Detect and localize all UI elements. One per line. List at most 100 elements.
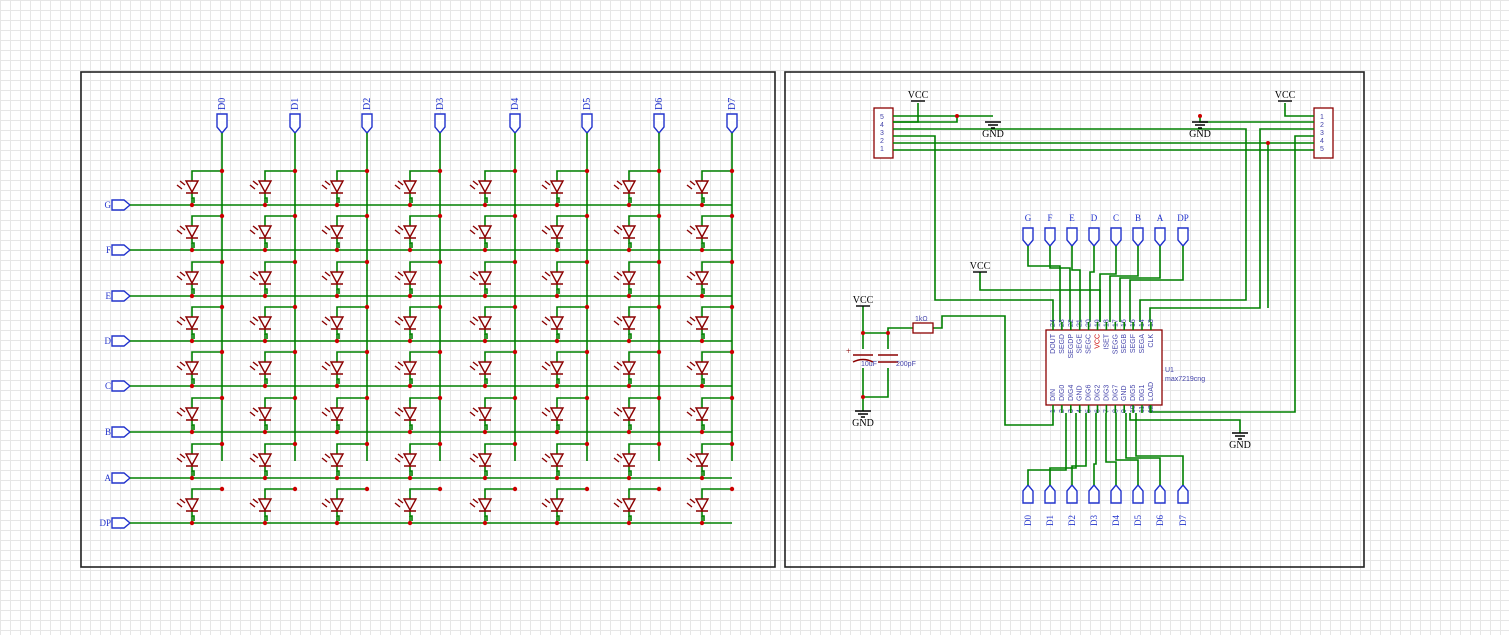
chip-bottom-pin: DIG0 — [1059, 385, 1066, 401]
led — [541, 486, 590, 526]
digit-port — [1088, 483, 1100, 504]
column-port-d3 — [434, 113, 446, 135]
column-label: D4 — [510, 98, 521, 110]
segment-label: G — [1025, 213, 1032, 223]
digit-label: D2 — [1067, 515, 1077, 526]
right-connector-pin: 3 — [1320, 130, 1324, 137]
led — [686, 486, 735, 526]
led — [613, 259, 662, 299]
digit-port — [1154, 483, 1166, 504]
led — [249, 304, 298, 344]
led — [394, 486, 443, 526]
segment-label: B — [1135, 213, 1141, 223]
row-port-e — [111, 290, 132, 302]
cap-200pf — [878, 354, 898, 363]
digit-label: D6 — [1155, 515, 1165, 526]
chip-top-pin: DOUT — [1050, 333, 1057, 354]
resistor-label: 1kΩ — [915, 316, 928, 323]
led — [176, 304, 225, 344]
chip-top-pin: SEGDP — [1068, 334, 1075, 359]
vcc-label: VCC — [1275, 90, 1296, 101]
segment-port — [1110, 227, 1122, 248]
column-port-d6 — [653, 113, 665, 135]
led — [249, 213, 298, 253]
column-label: D0 — [217, 98, 228, 110]
led — [176, 168, 225, 208]
row-label: C — [105, 381, 111, 391]
gnd-symbol — [1192, 121, 1208, 129]
led — [321, 349, 370, 389]
led — [541, 304, 590, 344]
segment-port — [1066, 227, 1078, 248]
digit-port — [1022, 483, 1034, 504]
gnd-symbol — [985, 121, 1001, 129]
led — [321, 213, 370, 253]
segment-port — [1088, 227, 1100, 248]
led — [176, 441, 225, 481]
led — [613, 349, 662, 389]
left-connector-pin: 4 — [880, 122, 884, 129]
led — [321, 304, 370, 344]
led — [541, 441, 590, 481]
led — [321, 441, 370, 481]
led — [469, 395, 518, 435]
chip-ref: U1 — [1165, 367, 1174, 374]
column-port-d5 — [581, 113, 593, 135]
segment-port — [1044, 227, 1056, 248]
led-matrix-frame — [80, 71, 776, 568]
vcc-label: VCC — [908, 90, 929, 101]
segment-port — [1022, 227, 1034, 248]
chip-bottom-pin: DIG4 — [1068, 385, 1075, 401]
led — [469, 259, 518, 299]
segment-label: A — [1157, 213, 1164, 223]
segment-port — [1154, 227, 1166, 248]
led — [249, 259, 298, 299]
led — [613, 213, 662, 253]
chip-bottom-pin: GND — [1121, 385, 1128, 401]
column-port-d2 — [361, 113, 373, 135]
row-port-c — [111, 380, 132, 392]
led — [469, 441, 518, 481]
led — [321, 168, 370, 208]
segment-label: DP — [1177, 213, 1189, 223]
right-connector — [1313, 107, 1334, 159]
chip-top-pin: VCC — [1095, 334, 1102, 349]
max7219-chip — [1045, 329, 1163, 406]
digit-label: D7 — [1178, 515, 1188, 526]
chip-bottom-pin: DIG3 — [1103, 385, 1110, 401]
led — [394, 304, 443, 344]
digit-label: D1 — [1045, 515, 1055, 526]
chip-bottom-pin: DIG5 — [1130, 385, 1137, 401]
vcc-label: VCC — [853, 295, 874, 306]
led — [176, 486, 225, 526]
right-connector-pin: 1 — [1320, 114, 1324, 121]
digit-label: D3 — [1089, 515, 1099, 526]
row-label: DP — [99, 518, 111, 528]
column-port-d7 — [726, 113, 738, 135]
right-connector-pin: 5 — [1320, 146, 1324, 153]
digit-label: D5 — [1133, 515, 1143, 526]
digit-port — [1066, 483, 1078, 504]
left-connector-pin: 3 — [880, 130, 884, 137]
led — [541, 213, 590, 253]
led — [321, 259, 370, 299]
led — [686, 395, 735, 435]
segment-label: D — [1091, 213, 1098, 223]
chip-bottom-pin: GND — [1077, 385, 1084, 401]
chip-bottom-pin: DIG6 — [1086, 385, 1093, 401]
led — [541, 349, 590, 389]
led — [469, 168, 518, 208]
led — [176, 213, 225, 253]
led — [686, 213, 735, 253]
row-port-f — [111, 244, 132, 256]
led — [469, 486, 518, 526]
cap-10uf — [852, 354, 874, 363]
led — [613, 395, 662, 435]
segment-label: C — [1113, 213, 1119, 223]
led — [541, 395, 590, 435]
right-connector-pin: 4 — [1320, 138, 1324, 145]
led — [394, 213, 443, 253]
